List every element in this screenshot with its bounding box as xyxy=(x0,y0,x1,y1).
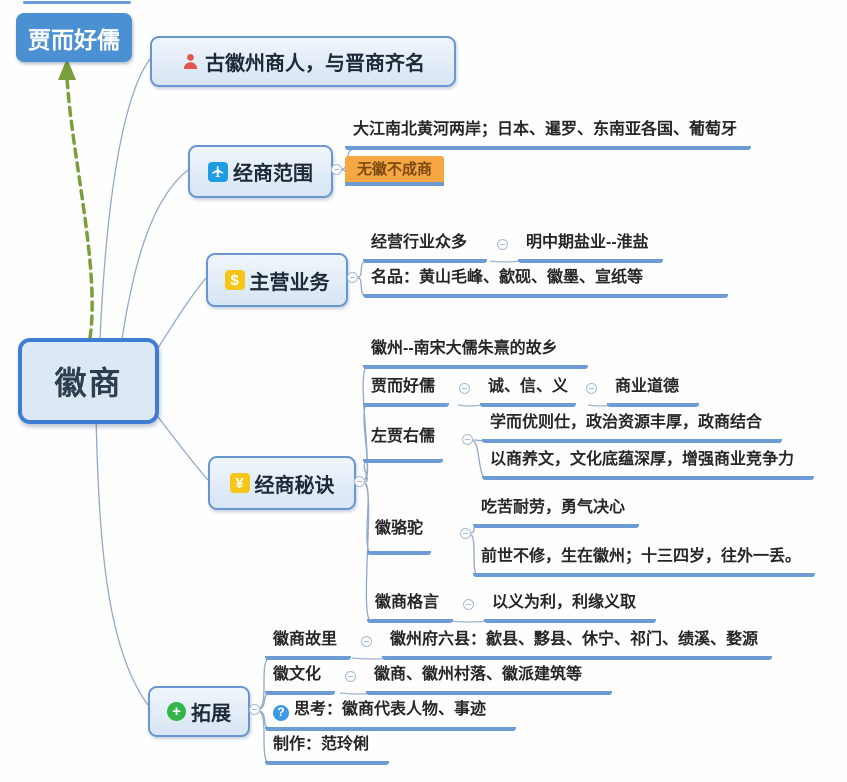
collapse-toggle[interactable] xyxy=(462,434,473,445)
leaf-famous-products[interactable]: 名品：黄山毛峰、歙砚、徽墨、宣纸等 xyxy=(363,267,729,298)
cropped-top-line xyxy=(23,1,131,4)
branch-label: 主营业务 xyxy=(249,271,330,294)
leaf-hui-culture-items[interactable]: 徽商、徽州村落、徽派建筑等 xyxy=(366,664,613,695)
collapse-toggle[interactable] xyxy=(361,636,373,647)
leaf-motto-label[interactable]: 徽商格言 xyxy=(367,592,454,623)
leaf-ming-salt[interactable]: 明中期盐业--淮盐 xyxy=(518,232,663,263)
branch-label: 经商秘诀 xyxy=(254,474,335,497)
question-icon: ? xyxy=(273,704,289,721)
collapse-toggle[interactable] xyxy=(460,528,471,539)
collapse-toggle[interactable] xyxy=(347,272,358,283)
leaf-six-counties[interactable]: 徽州府六县：歙县、黟县、休宁、祁门、绩溪、婺源 xyxy=(382,629,773,660)
leaf-jia-er-hao-ru[interactable]: 贾而好儒 xyxy=(363,376,450,407)
collapse-toggle[interactable] xyxy=(586,383,598,394)
collapse-toggle[interactable] xyxy=(345,671,357,682)
leaf-proverb-thirteen[interactable]: 前世不修，生在徽州；十三四岁，往外一丢。 xyxy=(473,546,816,577)
root-label: 徽商 xyxy=(54,365,123,401)
row-hui-culture: 徽文化 徽商、徽州村落、徽派建筑等 xyxy=(265,664,613,695)
row-industries: 经营行业众多 明中期盐业--淮盐 xyxy=(363,232,663,263)
branch-label: 古徽州商人，与晋商齐名 xyxy=(205,53,425,75)
floating-topic-label: 贾而好儒 xyxy=(28,26,120,53)
yuan-icon: ¥ xyxy=(229,473,250,493)
branch-label: 拓展 xyxy=(191,703,231,725)
collapse-toggle[interactable] xyxy=(331,164,342,175)
leaf-thinking[interactable]: ? 思考：徽商代表人物、事迹 xyxy=(265,699,517,731)
branch-business-secrets[interactable]: ¥ 经商秘诀 xyxy=(208,456,356,510)
branch-business-scope[interactable]: 经商范围 xyxy=(188,145,333,198)
branch-ancient-merchants[interactable]: 古徽州商人，与晋商齐名 xyxy=(150,36,456,87)
collapse-toggle[interactable] xyxy=(497,239,509,250)
leaf-scope-regions[interactable]: 大江南北黄河两岸；日本、暹罗、东南亚各国、葡萄牙 xyxy=(345,119,752,150)
collapse-toggle[interactable] xyxy=(249,704,260,715)
leaf-hardworking[interactable]: 吃苦耐劳，勇气决心 xyxy=(473,497,640,528)
airplane-icon xyxy=(208,161,228,182)
leaf-zhuxi-hometown[interactable]: 徽州--南宋大儒朱熹的故乡 xyxy=(363,338,588,369)
leaf-many-industries[interactable]: 经营行业众多 xyxy=(363,232,488,263)
leaf-thinking-text: 思考：徽商代表人物、事迹 xyxy=(294,701,487,718)
person-icon xyxy=(181,52,200,71)
leaf-culture-competitiveness[interactable]: 以商养文，文化底蕴深厚，增强商业竞争力 xyxy=(482,449,815,480)
leaf-cheng-xin-yi[interactable]: 诚、信、义 xyxy=(480,376,577,407)
leaf-business-ethics[interactable]: 商业道德 xyxy=(607,376,700,407)
row-confucian-trader: 贾而好儒 诚、信、义 商业道德 xyxy=(363,376,700,407)
leaf-hui-camel[interactable]: 徽骆驼 xyxy=(367,518,432,555)
leaf-zuo-jia-you-ru[interactable]: 左贾右儒 xyxy=(363,426,444,463)
root-node[interactable]: 徽商 xyxy=(18,338,159,424)
leaf-author[interactable]: 制作：范玲俐 xyxy=(265,734,390,765)
collapse-toggle[interactable] xyxy=(459,383,471,394)
row-hometown: 徽商故里 徽州府六县：歙县、黟县、休宁、祁门、绩溪、婺源 xyxy=(265,629,773,660)
collapse-toggle[interactable] xyxy=(354,476,365,487)
arrowhead xyxy=(58,58,76,80)
floating-topic[interactable]: 贾而好儒 xyxy=(16,13,132,62)
leaf-hometown-label[interactable]: 徽商故里 xyxy=(265,629,352,660)
plus-icon: + xyxy=(167,702,186,721)
leaf-no-hui-no-trade[interactable]: 无徽不成商 xyxy=(345,156,445,186)
branch-main-business[interactable]: $ 主营业务 xyxy=(206,253,348,307)
dashed-arrow xyxy=(65,76,94,340)
row-merchant-motto: 徽商格言 以义为利，利缘义取 xyxy=(367,592,657,623)
dollar-icon: $ xyxy=(224,270,245,290)
leaf-motto-text[interactable]: 以义为利，利缘义取 xyxy=(484,592,657,623)
leaf-officialdom[interactable]: 学而优则仕，政治资源丰厚，政商结合 xyxy=(482,412,783,443)
branch-label: 经商范围 xyxy=(233,163,313,185)
leaf-hui-culture-label[interactable]: 徽文化 xyxy=(265,664,336,695)
collapse-toggle[interactable] xyxy=(463,599,475,610)
branch-extension[interactable]: + 拓展 xyxy=(148,686,250,737)
